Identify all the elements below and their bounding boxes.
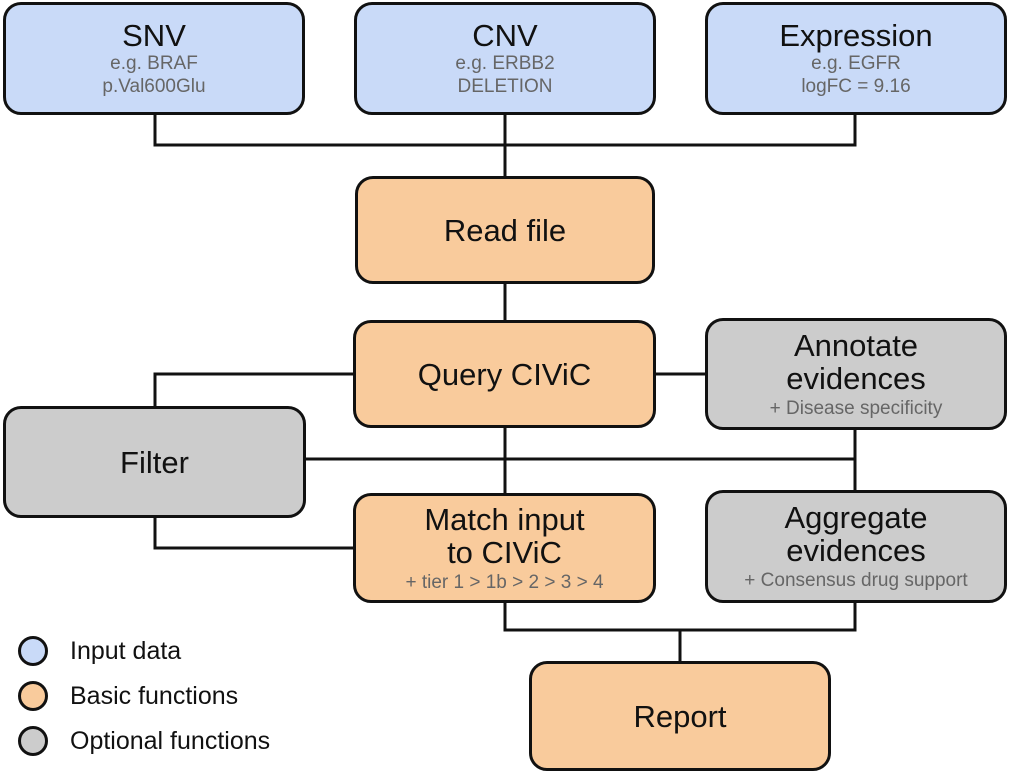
cnv-example-gene: e.g. ERBB2 — [455, 53, 555, 74]
query-civic-title: Query CIViC — [417, 356, 592, 392]
expression-example-logfc: logFC = 9.16 — [801, 76, 911, 97]
match-title-line2: to CIViC — [447, 534, 562, 570]
expression-input-box: Expression e.g. EGFR logFC = 9.16 — [705, 2, 1007, 115]
snv-input-box: SNV e.g. BRAF p.Val600Glu — [3, 2, 305, 115]
legend-item-input-data: Input data — [18, 636, 181, 666]
connector-query-to-filter — [153, 372, 353, 408]
aggregate-note: + Consensus drug support — [744, 570, 968, 591]
match-note: + tier 1 > 1b > 2 > 3 > 4 — [405, 571, 604, 593]
snv-example-gene: e.g. BRAF — [110, 53, 198, 74]
report-box: Report — [529, 661, 831, 771]
match-input-box: Match input to CIViC + tier 1 > 1b > 2 >… — [353, 493, 656, 603]
aggregate-title-line2: evidences — [786, 533, 926, 568]
report-title: Report — [633, 698, 727, 734]
annotate-evidences-box: Annotate evidences + Disease specificity — [705, 318, 1007, 430]
legend-item-optional-functions: Optional functions — [18, 726, 270, 756]
legend-label-optional: Optional functions — [70, 726, 271, 755]
read-file-box: Read file — [355, 176, 655, 284]
legend-item-basic-functions: Basic functions — [18, 681, 238, 711]
snv-example-variant: p.Val600Glu — [102, 76, 206, 97]
legend-swatch-input — [18, 636, 48, 666]
expression-title: Expression — [779, 18, 933, 53]
connector-filter-to-match — [153, 518, 353, 550]
filter-box: Filter — [3, 406, 306, 518]
annotate-title-line2: evidences — [786, 360, 926, 396]
aggregate-title-line1: Aggregate — [784, 500, 928, 535]
snv-title: SNV — [122, 18, 186, 53]
connector-match-aggregate-merge — [503, 603, 857, 632]
cnv-example-variant: DELETION — [457, 76, 553, 97]
query-civic-box: Query CIViC — [353, 320, 656, 428]
annotate-title-line1: Annotate — [793, 327, 919, 363]
cnv-title: CNV — [472, 18, 538, 53]
expression-example-gene: e.g. EGFR — [811, 53, 901, 74]
read-file-title: Read file — [443, 212, 567, 248]
cnv-input-box: CNV e.g. ERBB2 DELETION — [354, 2, 656, 115]
legend-swatch-basic — [18, 681, 48, 711]
legend-label-basic: Basic functions — [70, 681, 239, 710]
match-title-line1: Match input — [424, 501, 585, 537]
legend-label-input: Input data — [70, 636, 182, 665]
annotate-note: + Disease specificity — [769, 397, 943, 419]
aggregate-evidences-box: Aggregate evidences + Consensus drug sup… — [705, 490, 1007, 603]
legend-swatch-optional — [18, 726, 48, 756]
filter-title: Filter — [120, 444, 189, 480]
